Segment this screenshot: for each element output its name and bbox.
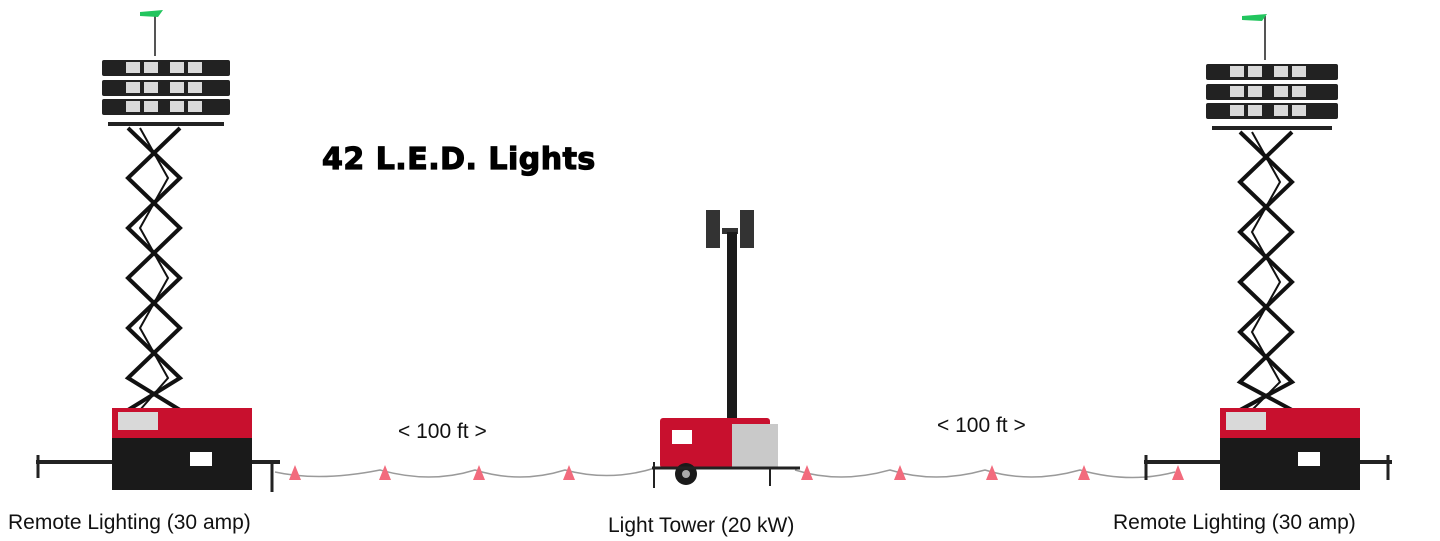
cone-icon [986, 465, 998, 480]
generator-trailer-icon [1144, 408, 1392, 490]
scissor-lift-mast-icon [124, 126, 184, 412]
telescoping-mast [727, 232, 737, 420]
center-light-tower [652, 210, 800, 488]
led-count-headline: 42 L.E.D. Lights [321, 141, 596, 177]
traffic-cones [289, 465, 1184, 480]
generator-trailer-icon [36, 408, 280, 492]
cone-icon [894, 465, 906, 480]
led-light-array-icon [102, 60, 230, 126]
cone-icon [379, 465, 391, 480]
cone-icon [473, 465, 485, 480]
left-unit-label: Remote Lighting (30 amp) [8, 511, 251, 534]
cone-icon [1078, 465, 1090, 480]
cone-icon [1172, 465, 1184, 480]
led-light-array-icon [1206, 64, 1338, 130]
scissor-lift-mast-icon [1236, 130, 1296, 412]
cone-icon [289, 465, 301, 480]
floodlight-icon [706, 210, 754, 248]
power-cable [274, 467, 1176, 479]
center-unit-label: Light Tower (20 kW) [608, 514, 795, 537]
left-distance-label: < 100 ft > [398, 420, 487, 443]
right-distance-label: < 100 ft > [937, 414, 1026, 437]
generator-icon [652, 418, 800, 488]
right-unit-label: Remote Lighting (30 amp) [1113, 511, 1356, 534]
flag-icon [140, 10, 163, 17]
cone-icon [801, 465, 813, 480]
flag-icon [1242, 14, 1267, 21]
right-remote-lighting-unit [1144, 14, 1392, 490]
left-remote-lighting-unit [36, 10, 280, 492]
cone-icon [563, 465, 575, 480]
